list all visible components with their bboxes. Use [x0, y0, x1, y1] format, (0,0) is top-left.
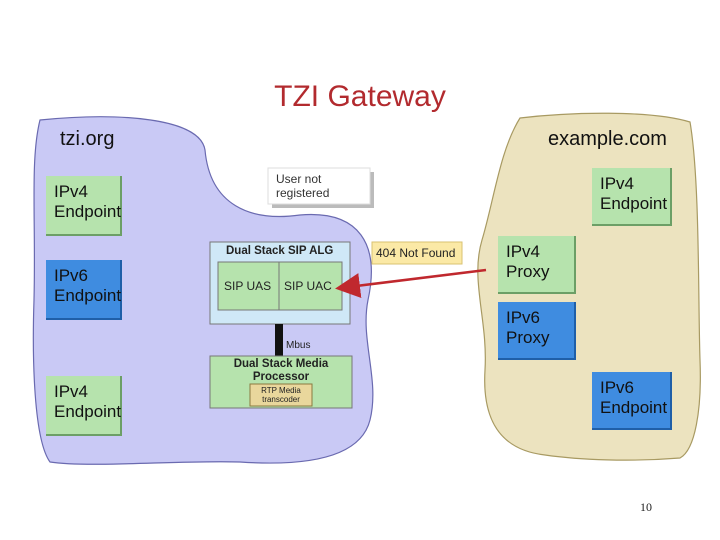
rtp-transcoder-box [249, 383, 313, 407]
note-line-2: registered [276, 186, 330, 200]
endpoint-role: Endpoint [600, 194, 668, 213]
right-domain-label: example.com [548, 128, 667, 150]
response-label: 404 Not Found [376, 246, 456, 260]
ipv6-proxy: IPv6 Proxy [498, 302, 576, 360]
media-title-line-1: Dual Stack Media [233, 358, 329, 370]
endpoint-type: IPv4 [600, 174, 635, 193]
endpoint-role: Endpoint [54, 202, 122, 221]
response-arrow [335, 268, 487, 298]
mbus-connector [275, 324, 283, 358]
note-text: User not registered [276, 172, 329, 200]
media-processor-title: Dual Stack Media Processor [210, 358, 352, 384]
rtp-line-2: transcoder [262, 395, 300, 404]
left-domain-label: tzi.org [60, 128, 115, 150]
endpoint-type: IPv4 [54, 182, 89, 201]
proxy-type: IPv6 [506, 308, 541, 327]
page-title: TZI Gateway [274, 80, 446, 113]
response-label-box [371, 241, 463, 265]
right-ipv6-endpoint: IPv6 Endpoint [592, 372, 672, 430]
endpoint-type: IPv6 [54, 266, 89, 285]
note-line-1: User not [276, 172, 322, 186]
left-ipv4-endpoint-top: IPv4 Endpoint [46, 176, 122, 236]
rtp-line-1: RTP Media [261, 386, 301, 395]
left-ipv4-endpoint-bottom: IPv4 Endpoint [46, 376, 122, 436]
media-title-line-2: Processor [252, 371, 310, 383]
left-ipv6-endpoint: IPv6 Endpoint [46, 260, 122, 320]
ipv4-proxy: IPv4 Proxy [498, 236, 576, 294]
sip-alg-title: Dual Stack SIP ALG [226, 245, 334, 257]
sip-uac-label: SIP UAC [284, 279, 332, 293]
endpoint-role: Endpoint [600, 398, 668, 417]
page-number: 10 [640, 500, 652, 514]
note-box [267, 167, 371, 205]
endpoint-role: Endpoint [54, 286, 122, 305]
mbus-label: Mbus [286, 340, 311, 351]
proxy-type: IPv4 [506, 242, 541, 261]
rtp-transcoder-label: RTP Media transcoder [250, 386, 312, 404]
right-ipv4-endpoint: IPv4 Endpoint [592, 168, 672, 226]
proxy-role: Proxy [506, 262, 550, 281]
sip-uas-label: SIP UAS [224, 279, 272, 293]
endpoint-role: Endpoint [54, 402, 122, 421]
endpoint-type: IPv4 [54, 382, 89, 401]
endpoint-type: IPv6 [600, 378, 635, 397]
proxy-role: Proxy [506, 328, 550, 347]
